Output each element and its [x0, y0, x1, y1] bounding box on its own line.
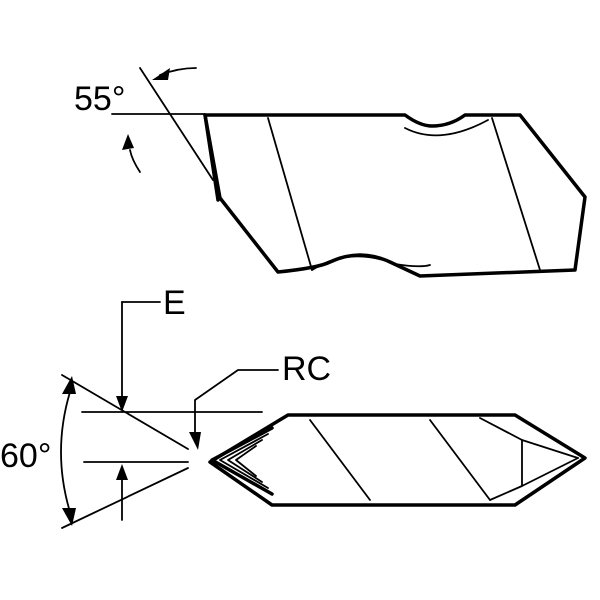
arrow-head-icon — [152, 68, 170, 80]
top-insert-chamfer — [203, 113, 220, 202]
arrow-head-icon — [116, 396, 128, 412]
tip-layer-outer — [210, 426, 274, 496]
top-insert-facet-right — [491, 117, 541, 271]
top-insert-facet-left — [267, 117, 313, 271]
arrow-head-icon — [122, 134, 134, 150]
angle-60-arc — [60, 391, 71, 513]
arrow-head-icon — [62, 508, 76, 526]
tip-layer-3 — [227, 439, 263, 483]
top-insert-notch-bottom — [311, 255, 431, 271]
arrow-head-icon — [189, 432, 201, 450]
angle-60-edge-upper — [61, 374, 189, 450]
dimension-e-label: E — [163, 284, 186, 322]
angle-60-label: 60° — [0, 437, 51, 475]
top-insert-outline — [203, 113, 587, 278]
top-insert-notch-top — [404, 119, 489, 137]
top-insert-view: 55° — [74, 67, 587, 278]
angle-55-label: 55° — [74, 80, 125, 118]
angle-60-edge-lower — [61, 467, 189, 529]
point-facet-join — [489, 485, 523, 501]
arrow-head-icon — [116, 464, 128, 480]
bottom-insert-view: E RC 60° — [0, 284, 587, 529]
bottom-insert-facet-1 — [309, 419, 371, 501]
angle-55-arc-lower — [129, 149, 141, 173]
arrow-head-icon — [62, 376, 76, 394]
corner-radius-label: RC — [282, 350, 331, 388]
bottom-insert-outline — [208, 413, 587, 507]
corner-radius-leader — [194, 369, 279, 437]
tip-layer-4 — [235, 445, 257, 477]
angle-55-extension-line — [139, 67, 214, 181]
bottom-insert-facet-2 — [429, 419, 491, 501]
tip-layer-2 — [219, 433, 269, 489]
